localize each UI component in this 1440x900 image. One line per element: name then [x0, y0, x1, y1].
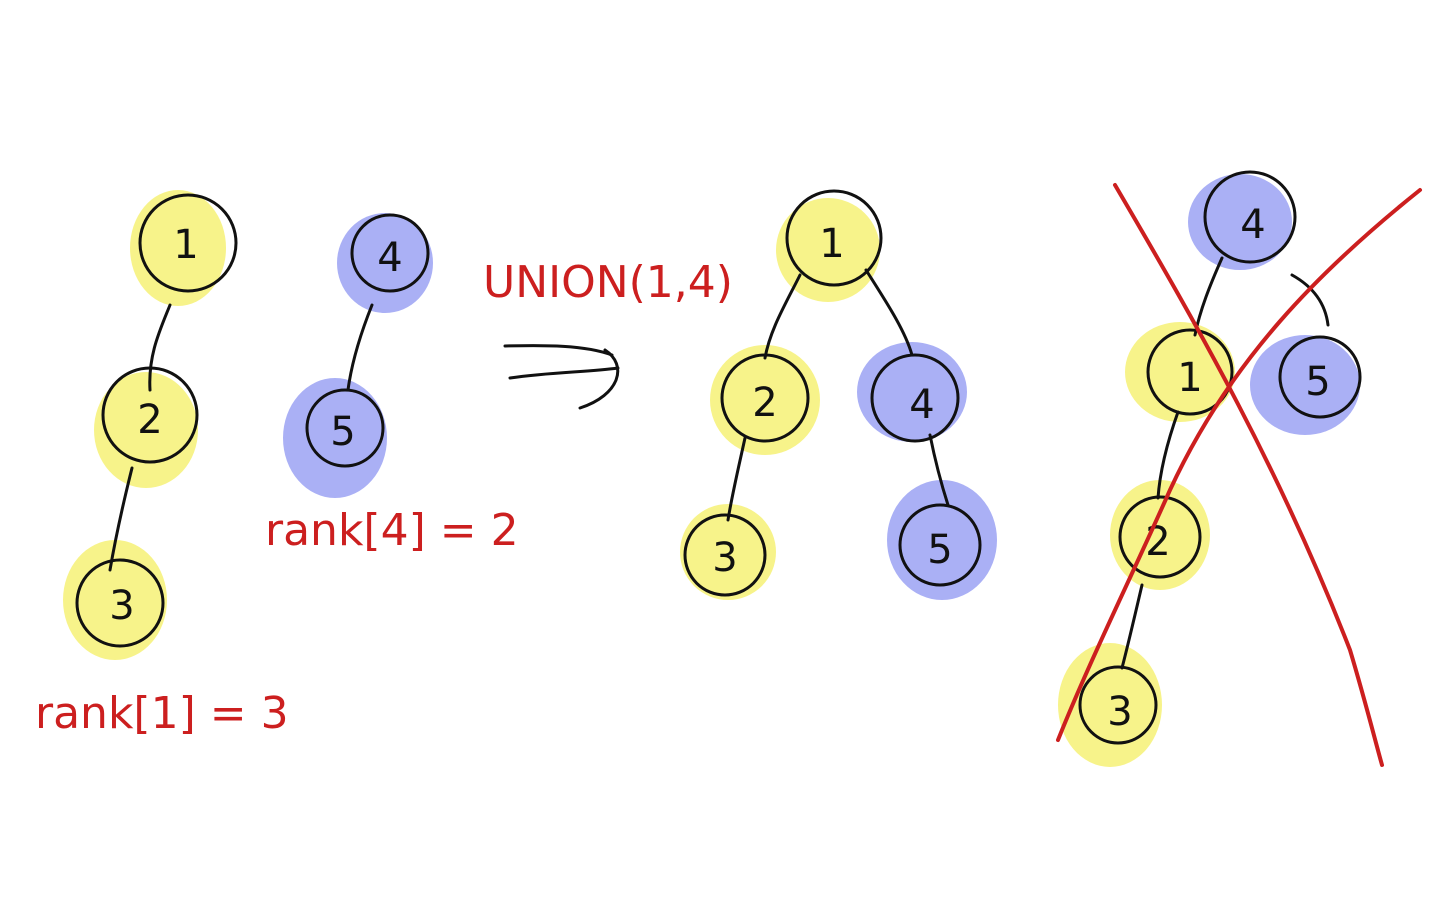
svg-text:1: 1: [819, 221, 844, 267]
tree-edges: [346, 303, 374, 392]
correct-result-tree: 1 2 3 4 5: [680, 189, 997, 600]
node-4: 4: [870, 353, 960, 443]
node-1: 1: [1146, 328, 1234, 416]
node-2: 2: [1118, 495, 1202, 579]
implies-arrow: [503, 344, 620, 410]
edge-4-5: [1290, 273, 1330, 327]
cross-out-mark: [1056, 183, 1422, 767]
svg-text:5: 5: [1305, 359, 1330, 405]
rank-right-caption: rank[4] = 2: [265, 505, 519, 556]
edge-4-5: [928, 433, 950, 507]
edge-1-2: [1156, 410, 1180, 500]
node-4: 4: [350, 213, 430, 293]
before-tree-2: 4 5: [283, 213, 433, 498]
node-5: 5: [1278, 335, 1362, 419]
svg-text:3: 3: [109, 583, 134, 629]
svg-text:2: 2: [1145, 519, 1170, 565]
svg-text:2: 2: [752, 380, 777, 426]
svg-text:4: 4: [909, 382, 934, 428]
node-5: 5: [305, 388, 385, 468]
tree-edges: [1120, 256, 1330, 670]
node-3: 3: [683, 513, 767, 597]
svg-text:1: 1: [1177, 355, 1202, 401]
node-5: 5: [898, 503, 982, 587]
highlight-blobs: [680, 198, 997, 600]
svg-text:3: 3: [1107, 689, 1132, 735]
node-2: 2: [101, 366, 199, 464]
svg-text:5: 5: [927, 527, 952, 573]
rank-left-caption: rank[1] = 3: [35, 688, 289, 739]
svg-text:4: 4: [1240, 202, 1265, 248]
tree-edges: [108, 303, 172, 572]
edge-4-1: [1193, 256, 1224, 337]
node-1: 1: [785, 189, 883, 287]
before-tree-1: 1 2 3: [63, 190, 238, 660]
wrong-result-tree: 4 1 5 2 3: [1056, 170, 1422, 767]
svg-text:4: 4: [377, 235, 402, 281]
svg-text:5: 5: [330, 409, 355, 455]
edge-1-4: [864, 268, 914, 357]
edge-2-3: [1120, 583, 1144, 670]
edge-2-3: [726, 436, 747, 522]
union-caption: UNION(1,4): [483, 257, 733, 308]
node-3: 3: [75, 558, 165, 648]
svg-text:2: 2: [137, 397, 162, 443]
node-1: 1: [138, 193, 238, 293]
node-4: 4: [1203, 170, 1297, 264]
node-3: 3: [1078, 665, 1158, 745]
highlight-blobs: [1058, 174, 1360, 767]
svg-text:3: 3: [712, 535, 737, 581]
highlight-blobs: [283, 213, 433, 498]
tree-edges: [726, 268, 950, 522]
edge-1-2: [148, 303, 172, 392]
node-2: 2: [720, 353, 810, 443]
svg-text:1: 1: [173, 222, 198, 268]
edge-1-2: [763, 273, 802, 360]
edge-4-5: [346, 303, 374, 392]
edge-2-3: [108, 466, 134, 572]
